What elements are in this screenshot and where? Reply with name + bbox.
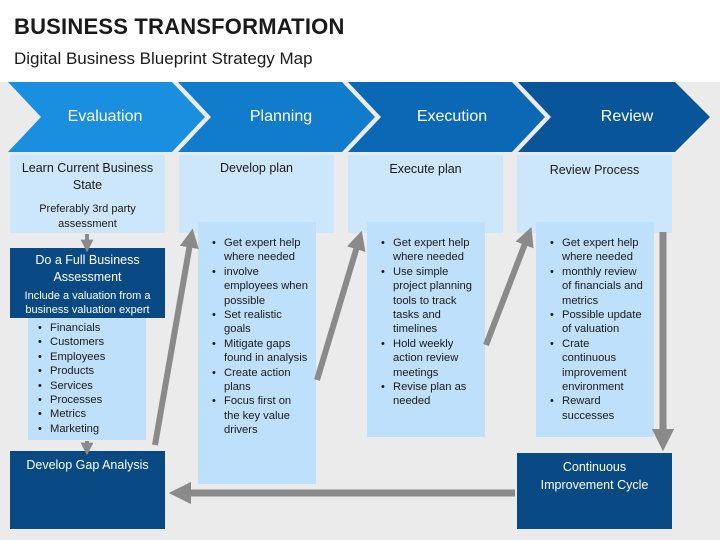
assessment-items-box: Financials Customers Employees Products … [28, 318, 146, 440]
gap-analysis-box: Develop Gap Analysis [10, 451, 165, 529]
chevron-evaluation [8, 82, 205, 152]
list-item: Financials [38, 321, 140, 336]
list-item: Use simple project planning tools to tra… [381, 265, 477, 337]
page-title: BUSINESS TRANSFORMATION [14, 14, 345, 39]
list-item: Products [38, 364, 140, 379]
list-item: Crate continuous improvement environment [550, 337, 646, 395]
improvement-cycle-title: Continuous Improvement Cycle [540, 460, 649, 492]
review-process-title: Review Process [549, 163, 640, 177]
list-item: Reward successes [550, 394, 646, 423]
learn-state-box: Learn Current Business State Preferably … [10, 155, 165, 233]
develop-plan-box: Develop plan [179, 155, 334, 233]
phase-chevrons [8, 82, 710, 152]
review-process-box: Review Process [517, 155, 672, 233]
assessment-title: Do a Full Business Assessment [35, 253, 140, 284]
gap-analysis-title: Develop Gap Analysis [26, 458, 149, 472]
execute-plan-box: Execute plan [348, 155, 503, 233]
assessment-items-list: Financials Customers Employees Products … [34, 321, 140, 437]
phase-label-execution: Execution [416, 108, 488, 125]
list-item: Mitigate gaps found in analysis [212, 337, 308, 366]
review-items-box: Get expert help where needed monthly rev… [536, 222, 654, 437]
page-subtitle: Digital Business Blueprint Strategy Map [14, 49, 313, 68]
list-item: Create action plans [212, 366, 308, 395]
list-item: Processes [38, 393, 140, 408]
list-item: Revise plan as needed [381, 380, 477, 409]
assessment-note: Include a valuation from a business valu… [24, 289, 151, 316]
develop-plan-title: Develop plan [220, 161, 293, 175]
chevron-review [518, 82, 710, 152]
list-item: Services [38, 379, 140, 394]
phase-label-evaluation: Evaluation [67, 108, 143, 125]
planning-items-list: Get expert help where needed involve emp… [208, 236, 308, 438]
list-item: Possible update of valuation [550, 308, 646, 337]
phase-label-planning: Planning [249, 108, 313, 125]
phase-label-review: Review [600, 108, 654, 125]
list-item: Employees [38, 350, 140, 365]
list-item: Get expert help where needed [212, 236, 308, 265]
improvement-cycle-box: Continuous Improvement Cycle [517, 453, 672, 529]
planning-items-box: Get expert help where needed involve emp… [198, 222, 316, 484]
review-items-list: Get expert help where needed monthly rev… [546, 236, 646, 423]
learn-state-note: Preferably 3rd party assessment [39, 202, 136, 230]
list-item: Metrics [38, 407, 140, 422]
list-item: Customers [38, 335, 140, 350]
learn-state-title: Learn Current Business State [21, 161, 154, 192]
list-item: involve employees when possible [212, 265, 308, 308]
chevron-execution [348, 82, 545, 152]
execution-items-list: Get expert help where needed Use simple … [377, 236, 477, 409]
chevron-planning [178, 82, 375, 152]
list-item: monthly review of financials and metrics [550, 265, 646, 308]
execute-plan-title: Execute plan [389, 162, 462, 176]
list-item: Focus first on the key value drivers [212, 394, 308, 437]
execution-items-box: Get expert help where needed Use simple … [367, 222, 485, 437]
assessment-box: Do a Full Business Assessment Include a … [10, 248, 165, 318]
list-item: Get expert help where needed [381, 236, 477, 265]
list-item: Get expert help where needed [550, 236, 646, 265]
list-item: Hold weekly action review meetings [381, 337, 477, 380]
list-item: Marketing [38, 422, 140, 437]
list-item: Set realistic goals [212, 308, 308, 337]
